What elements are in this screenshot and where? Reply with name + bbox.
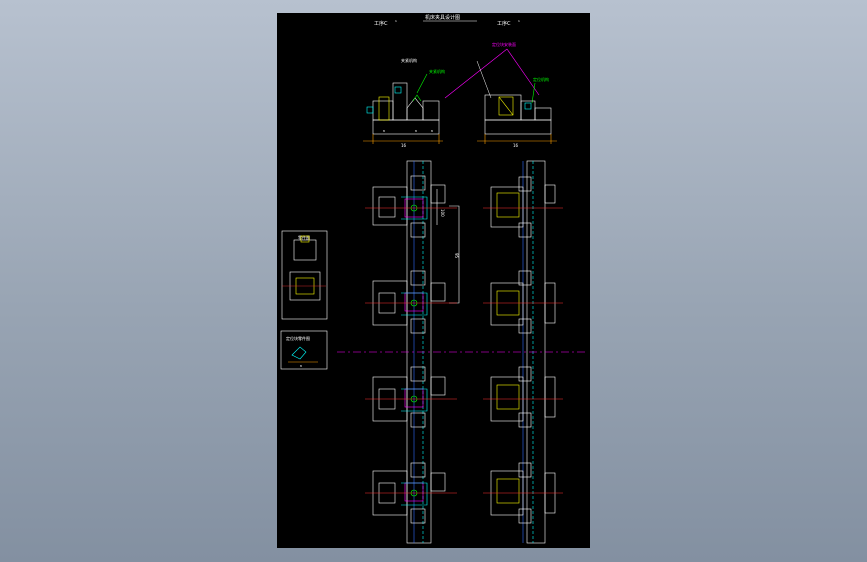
right-station-4-clamp-top bbox=[518, 462, 532, 478]
leader-magenta-b bbox=[506, 48, 540, 96]
elev-right-cyan bbox=[524, 102, 532, 110]
left-station-3-cyan bbox=[401, 388, 428, 412]
right-station-3-clamp-bottom bbox=[518, 412, 532, 428]
right-station-3-yellow bbox=[496, 384, 520, 410]
view-label-right-superscript: 1 bbox=[518, 19, 520, 23]
elev-right-body bbox=[484, 94, 522, 121]
left-station-3-side-block bbox=[430, 376, 446, 396]
right-station-4-yellow bbox=[496, 478, 520, 504]
elev-left-column bbox=[392, 82, 408, 121]
station-axis-marks bbox=[365, 207, 563, 494]
pitch-dim-a-text: 100 bbox=[440, 209, 445, 217]
right-station-1-body bbox=[490, 186, 524, 228]
annotation-group: 夹紧机构 夹紧机构 定位块安装面 定位机构 bbox=[401, 41, 549, 104]
left-station-4-cyan bbox=[401, 482, 428, 506]
left-station-1-inner bbox=[378, 196, 396, 218]
annotation-green-right: 定位机构 bbox=[533, 76, 549, 82]
left-station-4-side-block bbox=[430, 472, 446, 492]
elev-left-vblock-green bbox=[412, 94, 422, 102]
right-station-1-yellow bbox=[496, 192, 520, 218]
right-station-4-clamp-bottom bbox=[518, 508, 532, 524]
right-station-2-clamp-top bbox=[518, 270, 532, 286]
right-station-1-clamp-top bbox=[518, 176, 532, 192]
right-station-3-side bbox=[544, 376, 556, 418]
annotation-green-left: 夹紧机构 bbox=[429, 68, 445, 74]
elevation-view-right: 16 bbox=[477, 94, 557, 148]
right-station-3-clamp-top bbox=[518, 366, 532, 382]
elev-left-block-a bbox=[372, 100, 394, 121]
left-station-3-clamp-top bbox=[410, 366, 426, 382]
left-station-3 bbox=[372, 366, 446, 428]
leader-magenta-a bbox=[444, 48, 508, 99]
left-station-1-body bbox=[372, 186, 408, 226]
elev-right-end bbox=[534, 107, 552, 121]
left-station-1-clamp-bottom bbox=[410, 222, 426, 238]
cad-drawing: 工序C 1 机床夹具设计图 工序C 1 夹紧机构 夹紧机构 定位块安装面 定位机… bbox=[337, 14, 587, 544]
annotation-magenta: 定位块安装面 bbox=[492, 41, 516, 47]
pitch-dim-b-text: 95 bbox=[454, 253, 459, 259]
elev-left-seg2: 8 bbox=[415, 129, 417, 133]
elev-right-yellow bbox=[498, 96, 514, 116]
elev-left-block-b bbox=[422, 100, 440, 121]
drawing-sheet: 工序C 1 机床夹具设计图 工序C 1 夹紧机构 夹紧机构 定位块安装面 定位机… bbox=[277, 13, 590, 548]
elev-right-side bbox=[520, 100, 536, 121]
right-station-2-body bbox=[490, 282, 524, 326]
view-label-left: 工序C bbox=[374, 20, 388, 27]
right-station-2-clamp-bottom bbox=[518, 318, 532, 334]
elev-left-dim-text: 16 bbox=[401, 143, 407, 148]
left-station-1-clamp-top bbox=[410, 175, 426, 191]
left-station-2-side-block bbox=[430, 282, 446, 302]
left-station-1-side-block bbox=[430, 184, 446, 204]
left-station-2-clamp-top bbox=[410, 270, 426, 286]
elev-right-base bbox=[484, 119, 552, 135]
leader-green-left bbox=[416, 73, 428, 94]
leader-white bbox=[476, 60, 492, 99]
left-station-2-cyan bbox=[401, 292, 428, 316]
annotation-white-label: 夹紧机构 bbox=[401, 57, 417, 63]
left-station-3-clamp-bottom bbox=[410, 412, 426, 428]
view-label-right: 工序C bbox=[497, 20, 511, 27]
elev-left-bolt bbox=[366, 106, 374, 114]
leader-green-right bbox=[531, 82, 536, 104]
drawing-title: 机床夹具设计图 bbox=[425, 14, 460, 21]
elev-left-seg3: 8 bbox=[431, 129, 433, 133]
elev-left-vblock bbox=[406, 97, 424, 121]
view-label-left-superscript: 1 bbox=[395, 19, 397, 23]
left-station-2-clamp-bottom bbox=[410, 318, 426, 334]
right-station-1 bbox=[490, 176, 556, 238]
right-station-1-side bbox=[544, 184, 556, 204]
elev-left-seg1: 8 bbox=[383, 129, 385, 133]
elevation-view-left: 16 8 8 8 bbox=[363, 82, 443, 148]
elev-right-dim-text: 16 bbox=[513, 143, 519, 148]
elev-left-block-yellow bbox=[378, 96, 390, 121]
left-station-4-clamp-bottom bbox=[410, 508, 426, 524]
elev-right-yellow-diag bbox=[498, 96, 514, 116]
left-station-2 bbox=[372, 270, 446, 334]
right-station-1-clamp-bottom bbox=[518, 222, 532, 238]
elev-left-clamp-cyan bbox=[394, 86, 402, 94]
left-station-4-clamp-top bbox=[410, 462, 426, 478]
left-station-1 bbox=[372, 175, 446, 238]
